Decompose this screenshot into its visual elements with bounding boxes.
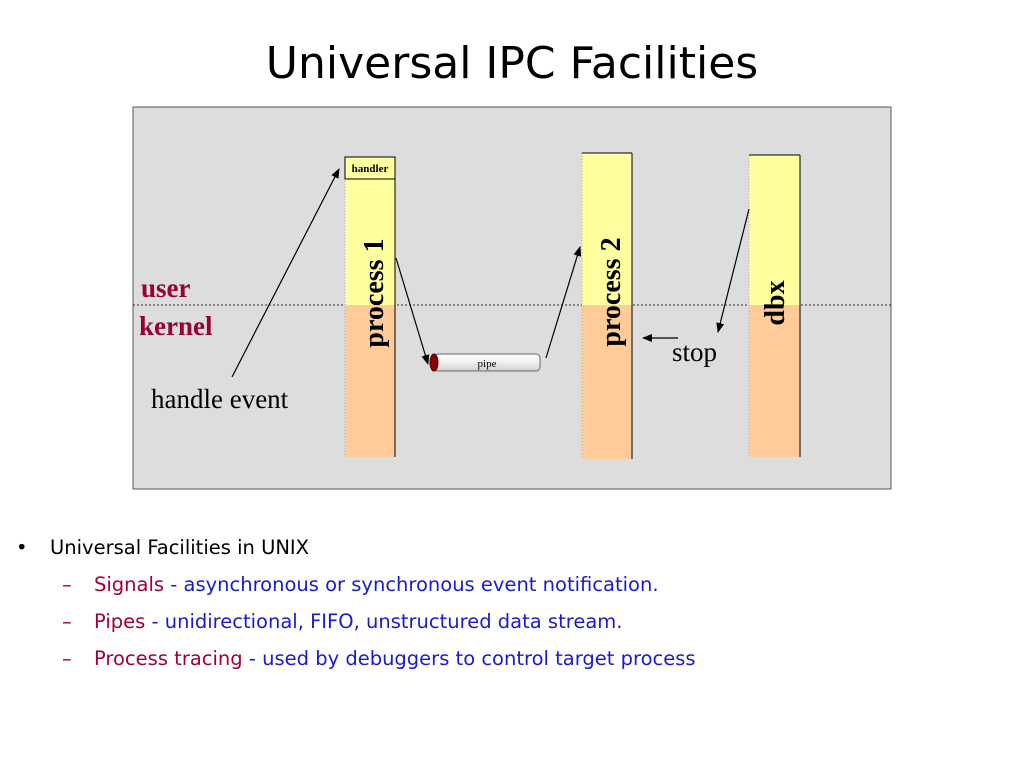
process1-label: process 1 — [359, 238, 390, 347]
bullet-main-text: Universal Facilities in UNIX — [50, 536, 310, 559]
pipe-label: pipe — [478, 358, 497, 370]
dbx-column — [748, 154, 801, 457]
process1-column — [344, 156, 396, 457]
bullet-desc: - asynchronous or synchronous event noti… — [164, 573, 659, 596]
bullet-term: Signals — [94, 573, 165, 596]
handler-box: handler — [344, 156, 396, 180]
slide-title: Universal IPC Facilities — [265, 38, 759, 89]
bullet-process-tracing: – Process tracing - used by debuggers to… — [14, 647, 994, 671]
process1-to-pipe-arrow — [395, 257, 430, 365]
bullet-dash: – — [62, 573, 72, 596]
dbx-label: dbx — [760, 280, 791, 325]
bullet-dot: • — [16, 536, 28, 559]
bullet-list: • Universal Facilities in UNIX – Signals… — [14, 536, 994, 684]
bullet-signals: – Signals - asynchronous or synchronous … — [14, 573, 994, 597]
stop-label: stop — [672, 337, 717, 367]
ipc-diagram: handler process 1 process 2 dbx pipe use… — [132, 106, 892, 490]
handler-label: handler — [352, 163, 389, 175]
process2-label: process 2 — [596, 237, 627, 346]
bullet-term: Pipes — [94, 610, 146, 633]
bullet-dash: – — [62, 610, 72, 633]
bullet-desc: - used by debuggers to control target pr… — [242, 647, 696, 670]
pipe-cylinder: pipe — [429, 353, 541, 372]
user-label: user — [141, 273, 191, 303]
pipe-to-process2-arrow — [545, 246, 582, 359]
bullet-term: Process tracing — [94, 647, 243, 670]
bullet-desc: - unidirectional, FIFO, unstructured dat… — [145, 610, 623, 633]
dbx-to-kernel-arrow — [716, 208, 750, 333]
bullet-main: • Universal Facilities in UNIX — [14, 536, 994, 560]
process2-column — [581, 152, 633, 459]
handle-event-arrow — [231, 168, 340, 378]
bullet-pipes: – Pipes - unidirectional, FIFO, unstruct… — [14, 610, 994, 634]
bullet-dash: – — [62, 647, 72, 670]
handle-event-label: handle event — [151, 384, 289, 414]
kernel-label: kernel — [139, 311, 213, 341]
